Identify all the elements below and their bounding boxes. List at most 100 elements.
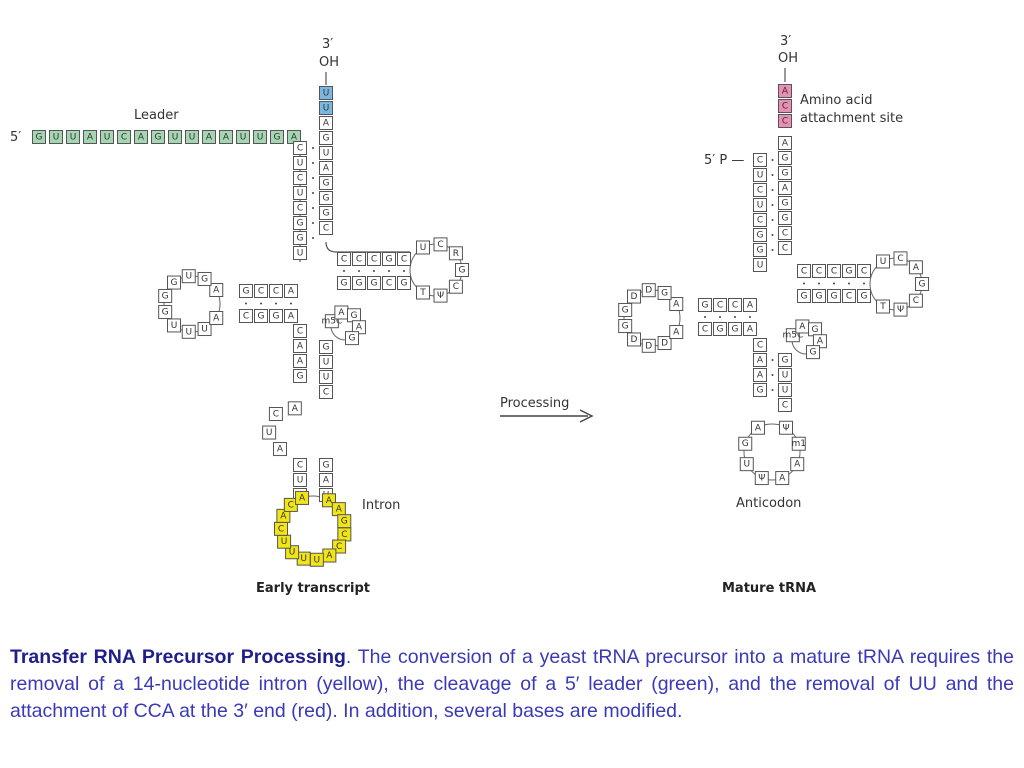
mature-tpsi-top-base-2-box — [827, 264, 841, 278]
early-d-bottom-base-1-box — [269, 309, 283, 323]
early-acceptor3-base-6-box — [319, 176, 333, 190]
leader-base-14: G — [270, 130, 284, 144]
mature-ac-right-base-2-letter: U — [782, 386, 789, 396]
mature-acceptor5-base-3: U — [753, 198, 767, 212]
early-d-pair-1 — [275, 302, 277, 305]
early-d-top-base-2-box — [254, 284, 268, 298]
early-tpsi-loop-base-1: C — [433, 237, 448, 252]
early-tpsi-loop-base-5-letter: Ψ — [437, 291, 444, 301]
mature-acceptor3-base-1-letter: G — [782, 154, 789, 164]
mature-d-loop-base-2-box — [641, 283, 656, 298]
leader-base-12-box — [236, 130, 250, 144]
mature-tpsi-pair-1 — [818, 282, 820, 285]
mature-tpsi-bottom-base-1: G — [812, 289, 826, 303]
mature-ac-right-base-1-letter: U — [782, 371, 789, 381]
early-d-loop-base-9-box — [209, 311, 224, 325]
cca-base-1: C — [778, 99, 792, 113]
mature-d-loop-base-9-letter: A — [673, 328, 680, 338]
mature-acceptor3-base-4-letter: G — [782, 199, 789, 209]
leader-base-13: U — [253, 130, 267, 144]
mature-acceptor5-base-4-box — [753, 213, 767, 227]
intron-base-9-letter: U — [281, 537, 288, 547]
mature-acceptor5-base-3-box — [753, 198, 767, 212]
mature-tpsi-top-base-0: C — [797, 264, 811, 278]
mature-d-loop-base-1-letter: G — [661, 288, 668, 298]
amino-acid-label-2: attachment site — [800, 111, 903, 126]
mature-ac-pair-0 — [771, 359, 774, 361]
leader-base-11-letter: A — [223, 133, 230, 143]
mature-ac-loop-base-0-letter: A — [755, 423, 762, 433]
mature-acceptor3-base-3-letter: A — [782, 184, 789, 194]
early-variable-base-3-letter: A — [356, 323, 363, 333]
mature-d-bottom-base-3-letter: C — [702, 325, 708, 335]
early-acceptor5-base-3-box — [293, 186, 307, 200]
mature-tpsi-loop-base-3: G — [915, 277, 929, 291]
mature-d-top-base-2-box — [713, 298, 727, 312]
mature-acceptor-pair-4 — [771, 219, 774, 221]
mature-ac-right-base-2-box — [778, 383, 792, 397]
mature-acceptor3-base-4-box — [778, 196, 792, 210]
early-acceptor3-base-5-box — [319, 161, 333, 175]
early-tpsi-bottom-base-3: C — [382, 276, 396, 290]
intron-base-11: A — [276, 508, 291, 523]
mature-acceptor3-base-3: A — [778, 181, 792, 195]
mature-acceptor3-base-2-box — [778, 166, 792, 180]
mature-acceptor3-base-0-letter: A — [782, 139, 789, 149]
mature-tpsi-loop-base-3-letter: G — [919, 280, 926, 290]
leader-base-3-letter: A — [87, 133, 94, 143]
early-d-bottom-base-2-box — [254, 309, 268, 323]
early-acceptor5-base-1: U — [293, 156, 307, 170]
early-tpsi-pair-3 — [388, 270, 390, 272]
early-tpsi-loop-base-6-box — [416, 285, 430, 300]
mature-tpsi-loop-base-3-box — [915, 277, 929, 291]
intron-base-7: U — [296, 551, 311, 566]
early-ac-left-base-3-box — [293, 369, 307, 383]
mature-tpsi-top-base-1: C — [812, 264, 826, 278]
early-tpsi-bottom-base-3-letter: C — [386, 279, 392, 289]
intron-base-2: G — [337, 514, 352, 529]
leader-base-1-box — [49, 130, 63, 144]
mature-acceptor3-base-1: G — [778, 151, 792, 165]
early-ac-loop-base-1-box — [268, 406, 283, 421]
mature-ac-left-base-2-letter: A — [757, 371, 764, 381]
early-tpsi-bottom-base-2: G — [367, 276, 381, 290]
mature-tpsi-bottom-base-0-letter: G — [801, 292, 808, 302]
leader-base-4: U — [100, 130, 114, 144]
early-tpsi-bottom-base-2-box — [367, 276, 381, 290]
mature-tpsi-loop-base-0-box — [876, 254, 890, 269]
early-ac2-right-base-1: A — [319, 473, 333, 487]
processing-arrow: Processing — [500, 396, 594, 423]
early-ac-left-base-1: A — [293, 339, 307, 353]
leader-base-13-letter: U — [257, 133, 264, 143]
mature-acceptor5-base-2-box — [753, 183, 767, 197]
mature-acceptor5-base-2-letter: C — [757, 186, 763, 196]
leader-base-13-box — [253, 130, 267, 144]
mature-tpsi-bottom-base-0: G — [797, 289, 811, 303]
early-tpsi-bottom-base-4: G — [397, 276, 411, 290]
mature-tpsi-loop-base-2-letter: A — [913, 263, 920, 273]
five-prime-p-label: 5′ P — — [704, 153, 744, 168]
mature-tpsi-top-base-0-letter: C — [801, 267, 807, 277]
early-tpsi-loop-base-6: T — [416, 285, 430, 300]
mature-variable-base-1-letter: A — [799, 322, 806, 332]
early-tpsi-top-base-4-letter: C — [401, 255, 407, 265]
intron-label: Intron — [362, 498, 400, 513]
early-ac-left-base-2-letter: A — [297, 357, 304, 367]
mature-tpsi-loop-base-1-letter: C — [897, 254, 903, 264]
mature-three-prime-label: 3′ — [780, 34, 791, 49]
mature-tpsi-loop-base-4-box — [908, 293, 923, 308]
mature-d-loop-base-4-letter: G — [622, 305, 629, 315]
mature-acceptor5-base-7-letter: U — [757, 261, 764, 271]
early-ac-right-base-0-letter: G — [323, 343, 330, 353]
mature-ac-left-base-3-letter: G — [757, 386, 764, 396]
early-acceptor5-base-2: C — [293, 171, 307, 185]
early-ac-right-base-2-letter: U — [323, 373, 330, 383]
mature-tpsi-top-base-0-box — [797, 264, 811, 278]
leader-base-7: G — [151, 130, 165, 144]
intron-base-7-letter: U — [300, 554, 307, 564]
mature-tpsi-loop-base-0-letter: U — [880, 257, 887, 267]
mature-ac-loop-base-3-box — [754, 471, 769, 486]
mature-tpsi-loop-base-6-letter: T — [879, 302, 886, 312]
mature-acceptor5-base-7: U — [753, 258, 767, 272]
early-acceptor3-base-0-box — [319, 86, 333, 100]
